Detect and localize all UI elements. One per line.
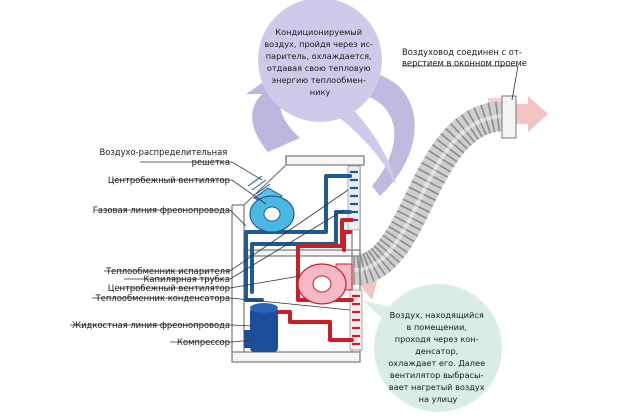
- label-compressor: Компрессор: [177, 337, 230, 347]
- svg-text:Воздух, находящийся в по: Воздух, находящийся в помещении, проходя…: [388, 310, 487, 404]
- hot-bubble-line-2: в помещении,: [407, 322, 467, 332]
- hot-bubble-line-1: Воздух, находящийся: [390, 310, 484, 320]
- cool-air-bubble: Кондиционируемый воздух, пройдя через ис…: [258, 0, 396, 186]
- label-condenser: Теплообменник конденсатора: [95, 293, 230, 303]
- hot-bubble-line-4: денсатор,: [415, 346, 458, 356]
- label-centrifugal-fan-top: Центробежный вентилятор: [108, 175, 230, 185]
- hot-bubble-line-5: охлаждает его. Далее: [388, 358, 485, 368]
- hot-bubble-line-3: проходя через кон-: [395, 334, 479, 344]
- bottom-centrifugal-fan: [297, 263, 353, 305]
- cool-bubble-line-2: воздух, пройдя через ис-: [264, 39, 373, 49]
- cool-air-loop: [338, 70, 415, 196]
- label-duct-line-2: верстием в оконном проеме: [402, 58, 527, 68]
- svg-text:Воздуховод соединен с от-: Воздуховод соединен с от- верстием в око…: [402, 47, 527, 68]
- hot-bubble-line-8: на улицу: [419, 394, 458, 404]
- top-centrifugal-fan: [247, 175, 295, 233]
- label-grille-line-2: решетка: [192, 157, 230, 167]
- label-capillary: Капилярная трубка: [143, 274, 230, 284]
- leader-lines: [70, 65, 519, 343]
- label-evaporator: Теплообменник испарителя: [105, 266, 230, 276]
- label-duct-line-1: Воздуховод соединен с от-: [402, 47, 522, 57]
- labels: Воздухо-распределительная решетка Центро…: [72, 47, 527, 347]
- cool-bubble-line-4: отдавая свою тепловую: [267, 63, 371, 73]
- hot-air-bubble: Воздух, находящийся в помещении, проходя…: [362, 284, 502, 412]
- hot-bubble-line-7: вает нагретый воздух: [389, 382, 485, 392]
- cool-bubble-line-5: энергию теплообмен-: [272, 75, 366, 85]
- label-gas-line: Газовая линия фреонопровода: [93, 205, 230, 215]
- hot-air-arrow-window: [510, 96, 548, 132]
- svg-text:Кондиционируемый воздух,: Кондиционируемый воздух, пройдя через ис…: [264, 27, 375, 97]
- svg-text:Воздухо-распределительная: Воздухо-распределительная решетка: [99, 147, 230, 167]
- cool-bubble-line-6: нику: [310, 87, 331, 97]
- label-grille-line-1: Воздухо-распределительная: [99, 147, 227, 157]
- cool-bubble-line-1: Кондиционируемый: [275, 27, 362, 37]
- condenser-coil: [349, 289, 363, 351]
- label-liquid-line: Жидкостная линия фреонопровода: [72, 320, 230, 330]
- label-centrifugal-fan-bottom: Центробежный вентилятор: [108, 283, 230, 293]
- hot-bubble-line-6: вентилятор выбрасы-: [390, 370, 484, 380]
- compressor: [244, 303, 278, 352]
- cool-bubble-line-3: паритель, охлаждается,: [266, 51, 372, 61]
- flexible-duct: [353, 101, 505, 285]
- window-outlet: [501, 95, 517, 139]
